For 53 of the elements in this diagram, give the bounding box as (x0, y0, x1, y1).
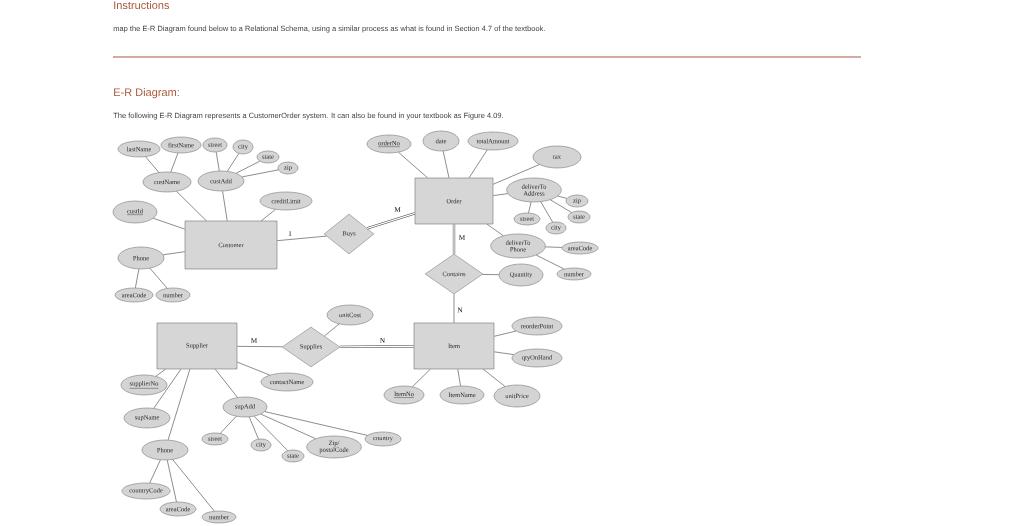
connector-line (237, 361, 270, 376)
connector-line (468, 149, 488, 178)
connector-line (260, 413, 316, 439)
connector-line (242, 169, 279, 178)
connector-line (149, 268, 168, 289)
connector-line (215, 151, 220, 172)
connector-line (264, 411, 368, 436)
connector-line (528, 201, 532, 214)
connector-line (493, 164, 540, 185)
connector-line (452, 223, 456, 255)
connector-line (222, 190, 228, 221)
connector-line (557, 195, 568, 199)
connector-line (253, 416, 288, 451)
connector-line (483, 369, 506, 387)
connector-line (176, 191, 207, 221)
connector-line (494, 330, 517, 337)
connector-line (493, 193, 508, 196)
connector-line (153, 218, 185, 230)
connector-line (220, 416, 237, 434)
connector-line (545, 246, 563, 248)
connector-line (248, 416, 259, 440)
connector-line (235, 160, 261, 174)
connector-line (227, 153, 240, 172)
connector-line (457, 369, 461, 387)
connector-line (277, 235, 327, 241)
connector-line (339, 345, 415, 348)
connector-line (170, 152, 179, 173)
connector-line (167, 369, 191, 441)
connector-line (494, 351, 514, 355)
connector-line (155, 369, 166, 377)
connector-line (398, 152, 428, 178)
connector-line (153, 369, 182, 409)
connector-line (550, 199, 572, 213)
connector-line (237, 346, 283, 348)
connector-line (486, 224, 504, 236)
connector-line (412, 369, 431, 387)
connector-line (215, 369, 238, 398)
connector-line (172, 459, 215, 512)
connector-line (163, 251, 185, 256)
connector-line (482, 274, 500, 275)
connector-line (166, 459, 177, 503)
connector-line (324, 323, 340, 337)
connector-line (135, 268, 140, 289)
connector-line (366, 212, 416, 230)
connector-line (145, 156, 160, 173)
connector-line (442, 150, 450, 178)
connector-line (261, 209, 276, 221)
connector-line (536, 254, 565, 270)
connector-line (540, 201, 553, 223)
heading: E-R Diagram: (114, 88, 179, 99)
connector-line (453, 293, 455, 323)
heading: Instructions (114, 1, 170, 10)
connector-line (149, 459, 161, 484)
